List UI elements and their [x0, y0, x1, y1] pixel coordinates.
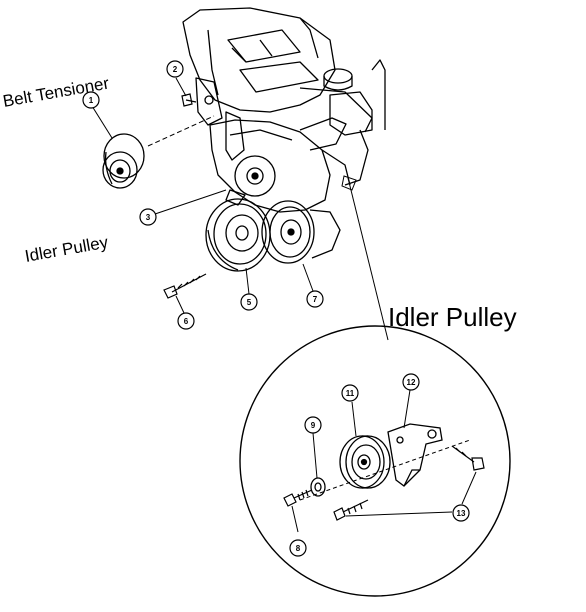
callout-8: 8 — [289, 539, 307, 557]
crankshaft-pulley — [205, 198, 271, 272]
bolts-13 — [333, 445, 485, 521]
leader-lines — [91, 77, 389, 341]
idler-bracket — [387, 423, 443, 487]
washer-9 — [310, 477, 326, 497]
callout-3: 3 — [139, 208, 157, 226]
svg-text:12: 12 — [407, 378, 416, 387]
callout-12: 12 — [402, 373, 420, 391]
label-idler-pulley-top: Idler Pulley — [23, 233, 110, 266]
callout-1: 1 — [82, 91, 100, 109]
ac-compressor-pulley — [261, 200, 341, 264]
idler-pulley-detail — [339, 435, 391, 489]
detail-leader-lines — [291, 389, 477, 533]
svg-text:3: 3 — [146, 213, 151, 222]
callout-6: 6 — [177, 312, 195, 330]
svg-text:5: 5 — [247, 298, 252, 307]
svg-text:6: 6 — [184, 317, 189, 326]
label-idler-pulley-detail: Idler Pulley — [388, 302, 517, 332]
svg-text:11: 11 — [346, 389, 355, 398]
svg-text:7: 7 — [313, 295, 318, 304]
callout-9: 9 — [304, 416, 322, 434]
belt-tensioner-part — [102, 133, 145, 189]
svg-text:2: 2 — [173, 65, 178, 74]
detail-circle — [239, 325, 511, 597]
callout-13: 13 — [452, 504, 470, 522]
callout-11: 11 — [341, 384, 359, 402]
svg-text:13: 13 — [457, 509, 466, 518]
callout-5: 5 — [240, 293, 258, 311]
engine-block-drawing — [182, 7, 386, 213]
svg-text:9: 9 — [311, 421, 316, 430]
svg-text:1: 1 — [89, 96, 94, 105]
callout-7: 7 — [306, 290, 324, 308]
callout-2: 2 — [166, 60, 184, 78]
bolt-2 — [181, 93, 197, 107]
bolt-8 — [283, 489, 313, 507]
svg-text:8: 8 — [296, 544, 301, 553]
bolt-6 — [163, 273, 207, 299]
